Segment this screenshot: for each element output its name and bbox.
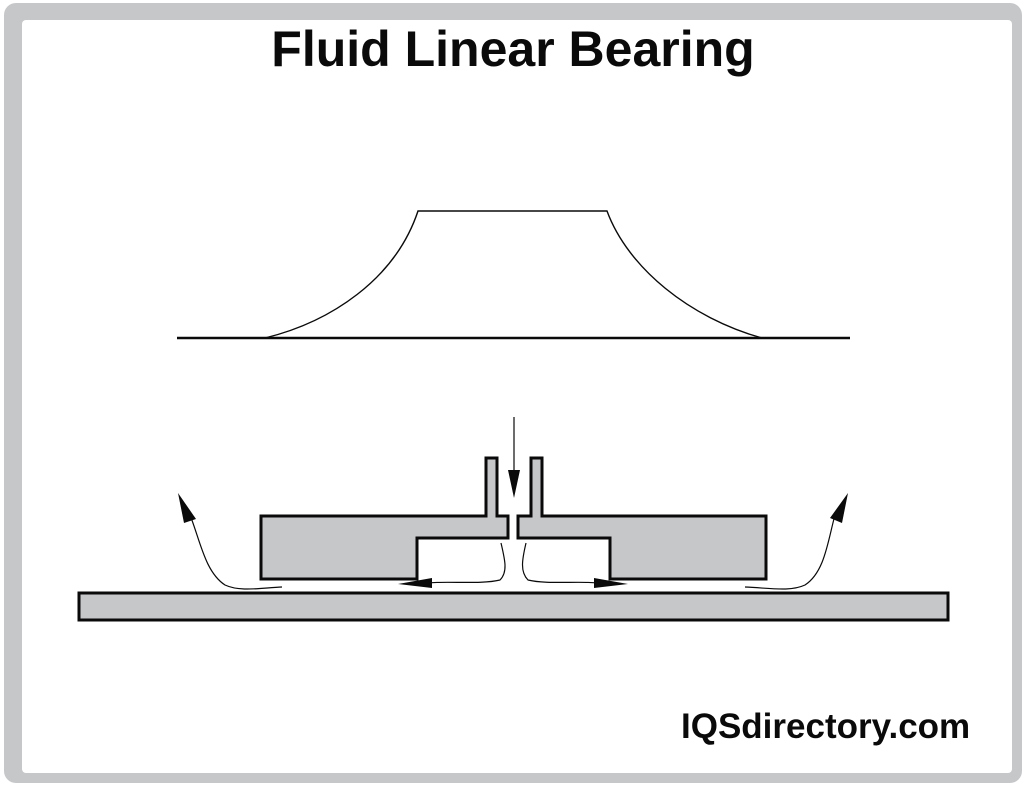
bearing-pad-right (516, 456, 768, 581)
right-flow-arrowhead-icon (594, 578, 628, 588)
center-right-flow (521, 542, 628, 588)
left-exhaust-flow (178, 493, 283, 590)
left-flow-arrowhead-icon (398, 578, 432, 588)
diagram-title: Fluid Linear Bearing (271, 21, 755, 77)
source-watermark: IQSdirectory.com (681, 707, 971, 746)
center-left-flow (398, 542, 506, 588)
diagram-canvas (22, 20, 1012, 773)
left-exhaust-arrowhead-icon (178, 493, 196, 523)
guide-rail (77, 591, 950, 622)
fluid-inlet-arrow (508, 417, 520, 498)
right-exhaust-arrowhead-icon (830, 493, 848, 523)
right-exhaust-flow (744, 493, 848, 590)
pressure-profile (177, 210, 850, 340)
inlet-arrowhead-icon (508, 470, 520, 498)
bearing-pad-left (259, 456, 510, 581)
pressure-curve (264, 210, 763, 339)
outer-frame (4, 3, 1022, 783)
